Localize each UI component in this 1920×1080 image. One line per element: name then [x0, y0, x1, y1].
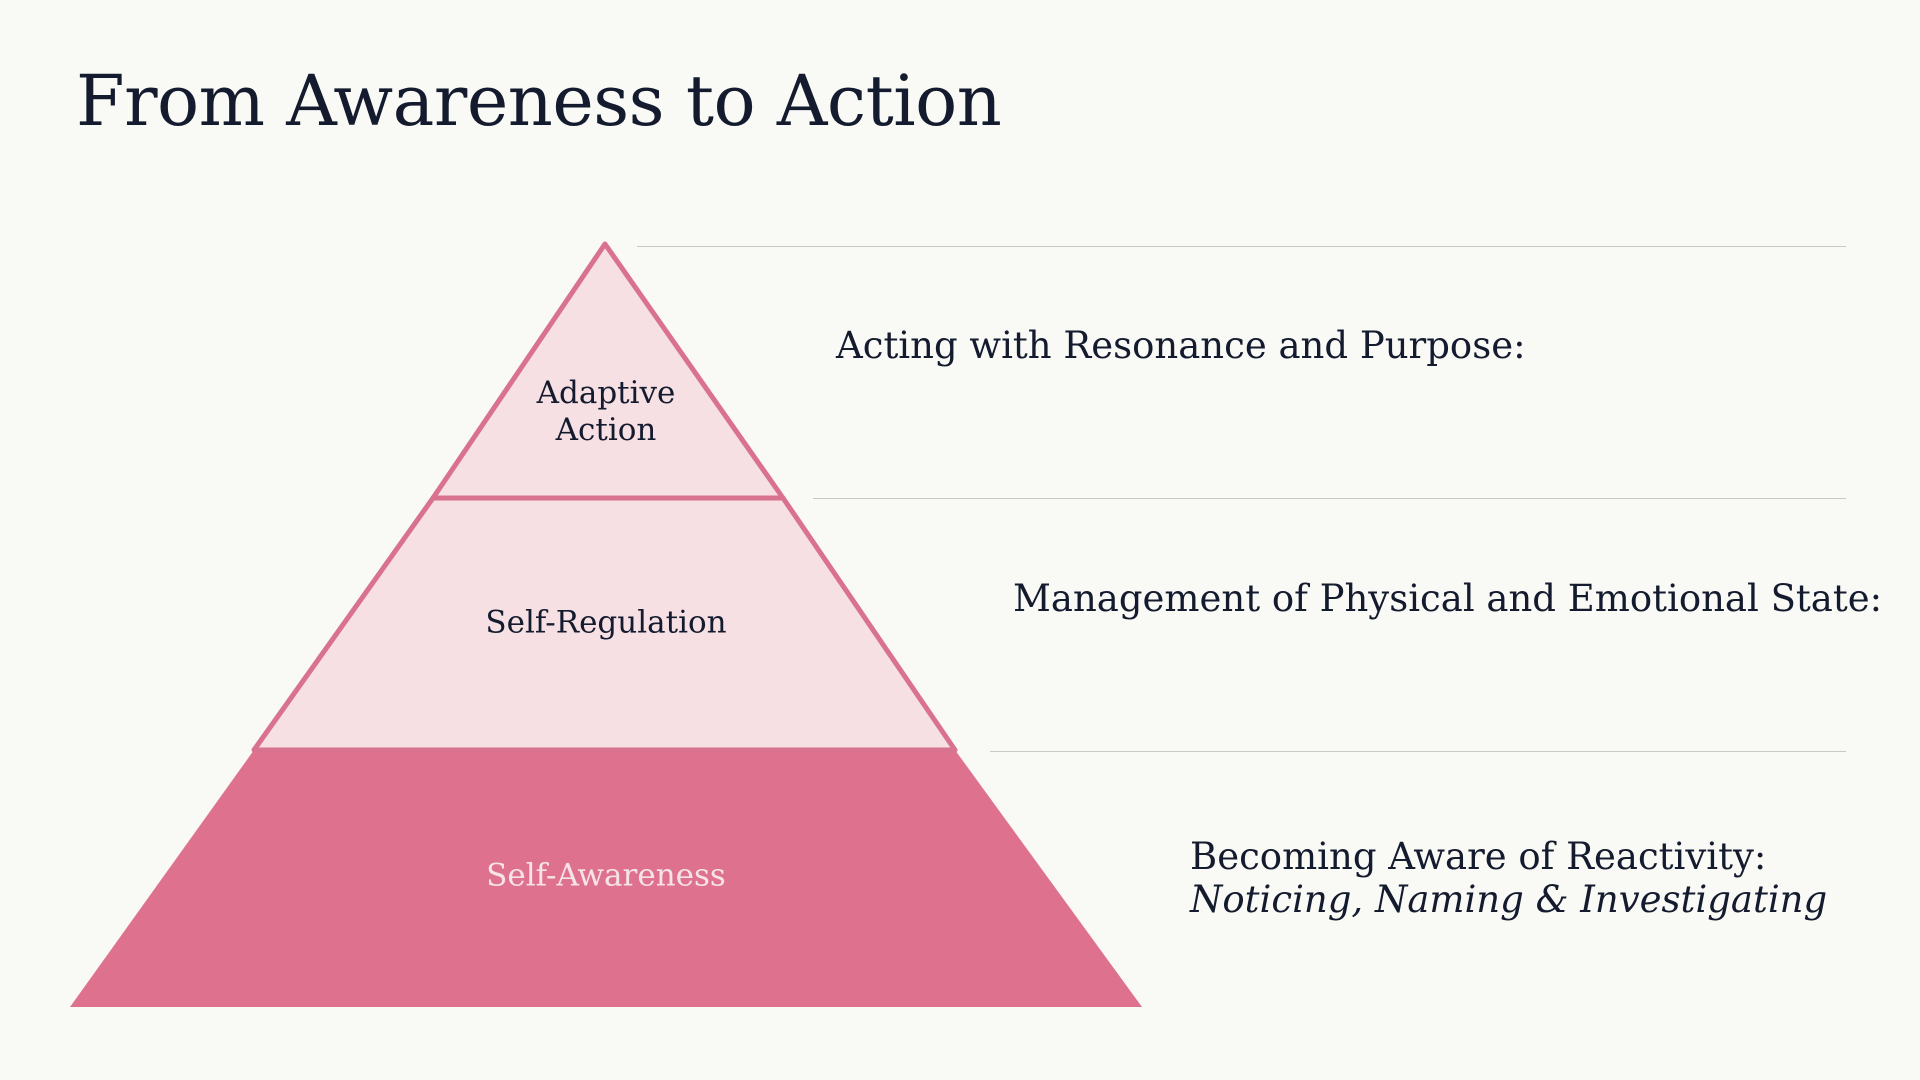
- description-text: Becoming Aware of Reactivity:: [1190, 835, 1767, 878]
- tier-label-self-regulation: Self-Regulation: [485, 605, 726, 642]
- pyramid-tier-adaptive-action: [430, 241, 786, 501]
- tier-description-adaptive-action: Acting with Resonance and Purpose:: [836, 324, 1526, 367]
- tier-label-line: Self-Awareness: [486, 857, 726, 894]
- divider-bottom: [990, 751, 1846, 752]
- tier-label-self-awareness: Self-Awareness: [486, 858, 726, 895]
- description-text: Acting with Resonance and Purpose:: [836, 324, 1526, 367]
- divider-middle: [813, 498, 1846, 499]
- tier-label-line: Adaptive: [536, 375, 676, 411]
- tier-label-line: Action: [555, 412, 657, 448]
- tier-label-adaptive-action: Adaptive Action: [537, 375, 676, 449]
- tier-description-self-regulation: Management of Physical and Emotional Sta…: [1013, 577, 1882, 620]
- pyramid-tier-self-awareness: [70, 750, 1142, 1007]
- slide-title: From Awareness to Action: [76, 60, 1002, 142]
- divider-top: [637, 246, 1846, 247]
- tier-label-line: Self-Regulation: [485, 604, 727, 641]
- description-text: Management of Physical and Emotional Sta…: [1013, 577, 1883, 620]
- tier-description-self-awareness: Becoming Aware of Reactivity: Noticing, …: [1190, 835, 1827, 921]
- description-detail: Noticing, Naming & Investigating: [1190, 878, 1828, 921]
